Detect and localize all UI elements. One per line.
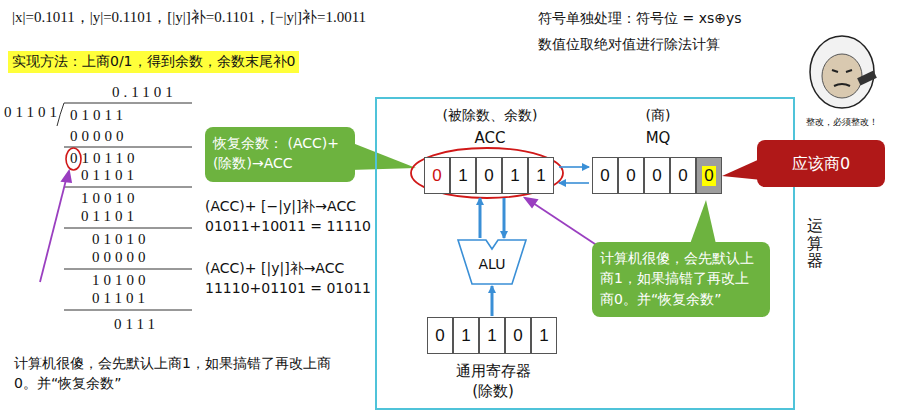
- division-digits: 10100: [92, 272, 150, 289]
- division-digits: 01101: [81, 208, 138, 225]
- division-lines: [57, 103, 192, 310]
- data-path-arrow: [491, 286, 494, 316]
- node-text: ALU: [457, 256, 527, 272]
- data-path-arrow: [503, 198, 506, 238]
- data-path-arrow: [559, 182, 589, 184]
- register-cell: 0: [618, 157, 644, 194]
- node-text: 0: [484, 166, 493, 186]
- node-text: 0: [432, 166, 441, 186]
- register: 通用寄存器 (除数)01101: [425, 317, 561, 409]
- register-cell: 1: [502, 157, 528, 194]
- node-text: 1: [539, 326, 548, 346]
- node-text: 计算机很傻，会先默认上商1，如果搞错了再改上商0。并“恢复余数”: [600, 248, 762, 309]
- register-cell: 0: [505, 317, 531, 354]
- register-cell: 0: [427, 317, 453, 354]
- node-text: 运算器: [807, 217, 823, 270]
- node-text: 1: [487, 326, 496, 346]
- register-cell: 1: [479, 317, 505, 354]
- register-cell: 1: [531, 317, 557, 354]
- node-text: 1: [458, 166, 467, 186]
- division-digits: 00000: [92, 249, 150, 266]
- register-cell: 1: [450, 157, 476, 194]
- division-digits: 01101: [81, 167, 138, 184]
- note-text: |x|=0.1011，|y|=0.1101，[|y|]补=0.1101，[−|y…: [12, 8, 366, 27]
- node-text: 应该商0: [765, 152, 877, 175]
- node-text: 通用寄存器 (除数): [448, 361, 538, 402]
- division-digits: 0111: [114, 316, 159, 333]
- division-digits: 01011: [70, 107, 127, 124]
- node-text: 0: [513, 326, 522, 346]
- node-text: (被除数、余数): [422, 107, 558, 125]
- division-digits: 01101: [4, 104, 61, 121]
- register-cell: 0: [696, 157, 722, 194]
- division-digits: 10010: [81, 190, 139, 207]
- division-digits: 00000: [70, 128, 128, 145]
- register: (被除数、余数)ACC01011: [422, 105, 558, 197]
- note-text: 整改，必须整改！: [806, 116, 878, 129]
- red-ellipse: [411, 148, 563, 198]
- division-digits: 0.1101: [112, 84, 177, 101]
- data-path-arrow: [479, 198, 482, 238]
- node-text: 0: [702, 166, 715, 186]
- note-text: (ACC)+ [|y|]补→ACC: [205, 260, 344, 278]
- callout-pointer: [722, 158, 762, 180]
- register: (商)MQ00000: [590, 105, 726, 197]
- node-text: 0: [600, 166, 609, 186]
- meme-face: [810, 36, 877, 108]
- node-text: 恢复余数： (ACC)+(除数)→ACC: [213, 133, 347, 174]
- note-text: 11110+01101 = 01011: [205, 280, 371, 296]
- note-text: 计算机很傻，会先默认上商1，如果搞错了再改上商0。并“恢复余数”: [14, 353, 349, 394]
- register-cell: 0: [644, 157, 670, 194]
- node-text: ACC: [422, 129, 558, 147]
- register-cell: 0: [424, 157, 450, 194]
- node-text: 1: [536, 166, 545, 186]
- register-cell: 0: [592, 157, 618, 194]
- callout: 恢复余数： (ACC)+(除数)→ACC: [205, 127, 355, 182]
- register-cell: 1: [528, 157, 554, 194]
- callout: 计算机很傻，会先默认上商1，如果搞错了再改上商0。并“恢复余数”: [592, 242, 770, 317]
- alu-panel: 运算器(被除数、余数)ACC01011(商)MQ00000ALU通用寄存器 (除…: [375, 97, 795, 410]
- node-text: 1: [461, 326, 470, 346]
- node-text: 0: [678, 166, 687, 186]
- note-text: 数值位取绝对值进行除法计算: [538, 36, 720, 54]
- node-text: 0: [435, 326, 444, 346]
- node-text: 1: [510, 166, 519, 186]
- alu-unit: ALU: [457, 239, 527, 285]
- note-text: (ACC)+ [−|y|]补→ACC: [205, 198, 356, 216]
- node-text: MQ: [590, 129, 726, 147]
- note-text: 01011+10011 = 11110: [205, 218, 371, 234]
- data-path-arrow: [559, 166, 589, 168]
- register-cell: 0: [476, 157, 502, 194]
- node-text: 0: [652, 166, 661, 186]
- node-text: (商): [590, 107, 726, 125]
- division-digits: 010110: [70, 150, 138, 167]
- register-cell: 0: [670, 157, 696, 194]
- note-text: 符号单独处理：符号位 = xs⊕ys: [538, 10, 742, 28]
- callout: 应该商0: [757, 140, 885, 187]
- division-digits: 01101: [92, 290, 149, 307]
- node-text: 0: [626, 166, 635, 186]
- note-text: 实现方法：上商0/1，得到余数，余数末尾补0: [8, 51, 299, 73]
- register-cell: 1: [453, 317, 479, 354]
- callout-pointer: [350, 142, 416, 170]
- division-digits: 01010: [92, 231, 150, 248]
- callout-pointer: [690, 200, 716, 244]
